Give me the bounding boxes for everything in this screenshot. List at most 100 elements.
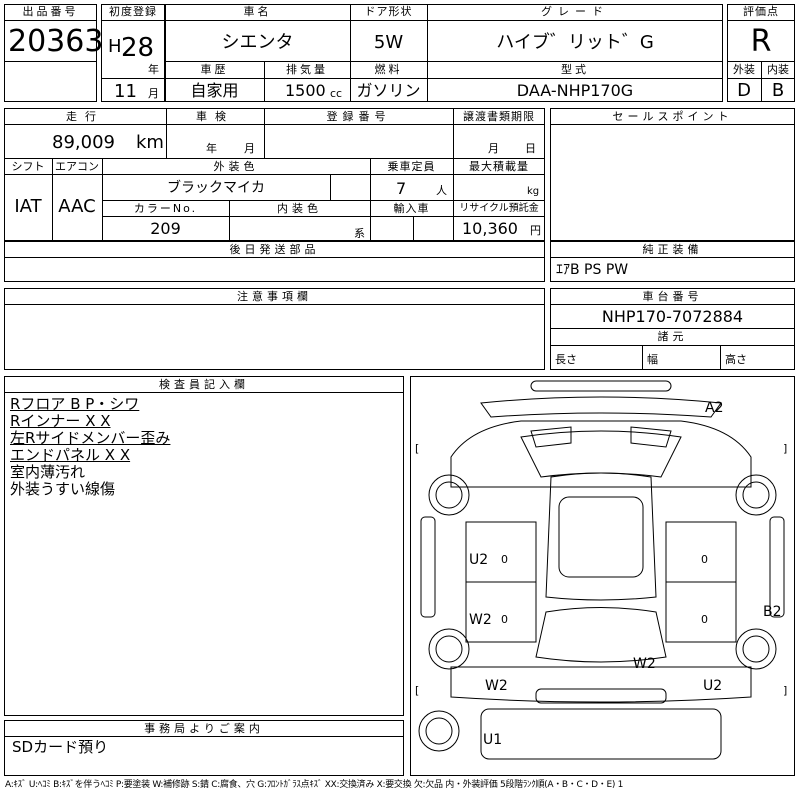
later-parts-label: 後日発送部品 bbox=[229, 243, 320, 256]
recycle-label: リサイクル預託金 bbox=[459, 203, 539, 214]
chassis-box bbox=[550, 288, 795, 370]
sales-point-box bbox=[550, 108, 795, 241]
door-label: ドア形状 bbox=[364, 5, 413, 18]
notes-box bbox=[4, 288, 545, 370]
displacement-label: 排気量 bbox=[286, 63, 328, 76]
rear-glass-outline bbox=[535, 607, 667, 663]
ac: AAC bbox=[58, 196, 96, 217]
damage-mark-zero: 0 bbox=[501, 613, 508, 626]
history: 自家用 bbox=[190, 81, 239, 100]
damage-mark-zero: 0 bbox=[501, 553, 508, 566]
wheel-rear-right bbox=[735, 628, 777, 670]
ac-label: エアコン bbox=[55, 160, 99, 173]
inspection-label: 車検 bbox=[196, 110, 234, 123]
damage-mark-a2: A2 bbox=[705, 400, 724, 416]
era-prefix: H bbox=[108, 36, 122, 57]
month-unit: 月 bbox=[148, 87, 159, 100]
transfer-month-unit: 月 bbox=[488, 142, 499, 155]
damage-mark-w2-low: W2 bbox=[485, 678, 508, 694]
grade-label: グレード bbox=[541, 5, 609, 18]
inspector-note: 外装うすい線傷 bbox=[10, 480, 116, 498]
exterior-color: ブラックマイカ bbox=[167, 180, 265, 196]
inspector-label: 検査員記入欄 bbox=[159, 378, 249, 391]
interior-color-label: 内装色 bbox=[277, 202, 322, 215]
model-label: 型式 bbox=[561, 63, 589, 76]
recycle-deposit: 10,360 bbox=[462, 219, 518, 238]
damage-mark-zero: 0 bbox=[701, 553, 708, 566]
wheel-rear-left bbox=[428, 628, 470, 670]
mileage-label: 走行 bbox=[66, 110, 104, 123]
front-body-outline bbox=[450, 420, 752, 488]
car-name-label: 車名 bbox=[243, 5, 272, 18]
max-load-unit: kg bbox=[527, 186, 540, 197]
interior-color-unit: 系 bbox=[354, 227, 365, 240]
transfer-docs-label: 譲渡書類期限 bbox=[463, 110, 535, 123]
lot-number: 20363 bbox=[8, 24, 104, 59]
equipment-label: 純正装備 bbox=[642, 243, 703, 256]
displacement: 1500 bbox=[285, 81, 326, 100]
capacity-unit: 人 bbox=[436, 184, 447, 197]
diagram-bracket-left: [ bbox=[415, 442, 420, 455]
import-label: 輸入車 bbox=[393, 202, 430, 215]
color-label: 外装色 bbox=[213, 160, 259, 173]
wheel-front-left bbox=[428, 474, 470, 516]
exterior-label: 外装 bbox=[733, 63, 755, 76]
color-no: 209 bbox=[150, 219, 181, 238]
exterior-grade: D bbox=[737, 80, 751, 101]
capacity: 7 bbox=[396, 179, 407, 198]
windshield-outline bbox=[520, 430, 682, 478]
inspector-note: Rインナー X X bbox=[10, 412, 111, 430]
height-label: 高さ bbox=[725, 353, 747, 366]
office-note: SDカード預り bbox=[12, 738, 109, 756]
damage-mark-u2-left: U2 bbox=[469, 552, 489, 568]
inspector-note: 左Rサイドメンバー歪み bbox=[10, 429, 171, 447]
width-label: 幅 bbox=[647, 353, 658, 366]
rear-body-outline bbox=[450, 666, 752, 703]
damage-diagram: A2 U2 0 W2 0 W2 W2 B2 0 0 U2 U1 [ ] [ ] bbox=[410, 376, 795, 776]
interior-grade: B bbox=[771, 80, 785, 101]
reg-year: 28 bbox=[121, 33, 155, 63]
lot-number-box bbox=[4, 4, 97, 102]
mileage-unit: km bbox=[136, 132, 164, 153]
capacity-label: 乗車定員 bbox=[387, 160, 436, 173]
car-name: シエンタ bbox=[221, 32, 294, 53]
reg-number-label: 登録番号 bbox=[326, 110, 391, 123]
door-type: 5W bbox=[373, 32, 404, 53]
inspection-month-unit: 月 bbox=[244, 142, 255, 155]
length-label: 長さ bbox=[555, 353, 577, 366]
recycle-unit: 円 bbox=[530, 224, 541, 237]
damage-mark-zero: 0 bbox=[701, 613, 708, 626]
hood-outline bbox=[480, 396, 722, 418]
overall-score: R bbox=[750, 24, 772, 59]
inspector-note: Rフロア B P・シワ bbox=[10, 395, 140, 413]
rear-bumper-outline bbox=[535, 688, 667, 704]
damage-mark-u2-right: U2 bbox=[703, 678, 723, 694]
chassis-label: 車台番号 bbox=[642, 290, 703, 303]
fuel-label: 燃料 bbox=[374, 63, 403, 76]
damage-legend: A:ｷｽﾞ U:ﾍｺﾐ B:ｷｽﾞを伴うﾍｺﾐ P:要塗装 W:補修跡 S:錆 … bbox=[5, 780, 624, 790]
later-parts-box bbox=[4, 241, 545, 282]
history-label: 車歴 bbox=[200, 63, 229, 76]
tailgate-outline bbox=[480, 708, 722, 760]
chassis-number: NHP170-7072884 bbox=[601, 307, 744, 326]
year-unit: 年 bbox=[148, 63, 159, 76]
shift: IAT bbox=[14, 196, 42, 217]
front-bumper-outline bbox=[530, 380, 672, 392]
first-reg-box bbox=[101, 4, 165, 102]
inspection-year-unit: 年 bbox=[206, 142, 217, 155]
reg-month: 11 bbox=[114, 81, 137, 102]
wheel-front-right bbox=[735, 474, 777, 516]
inspector-note: エンドパネル X X bbox=[10, 446, 131, 464]
inspector-note: 室内薄汚れ bbox=[10, 463, 86, 481]
displacement-unit: cc bbox=[330, 87, 343, 100]
grade: ハイブ゛リット゛G bbox=[496, 32, 654, 53]
car-diagram-svg bbox=[418, 380, 785, 760]
roof-outline bbox=[545, 472, 657, 601]
office-label: 事務局よりご案内 bbox=[144, 722, 264, 735]
diagram-bracket-right: ] bbox=[783, 684, 788, 697]
damage-mark-w2-left: W2 bbox=[469, 612, 492, 628]
car-info-box bbox=[165, 4, 723, 102]
first-reg-label: 初度登録 bbox=[109, 5, 157, 18]
damage-mark-b2: B2 bbox=[763, 604, 782, 620]
office-box bbox=[4, 720, 404, 776]
